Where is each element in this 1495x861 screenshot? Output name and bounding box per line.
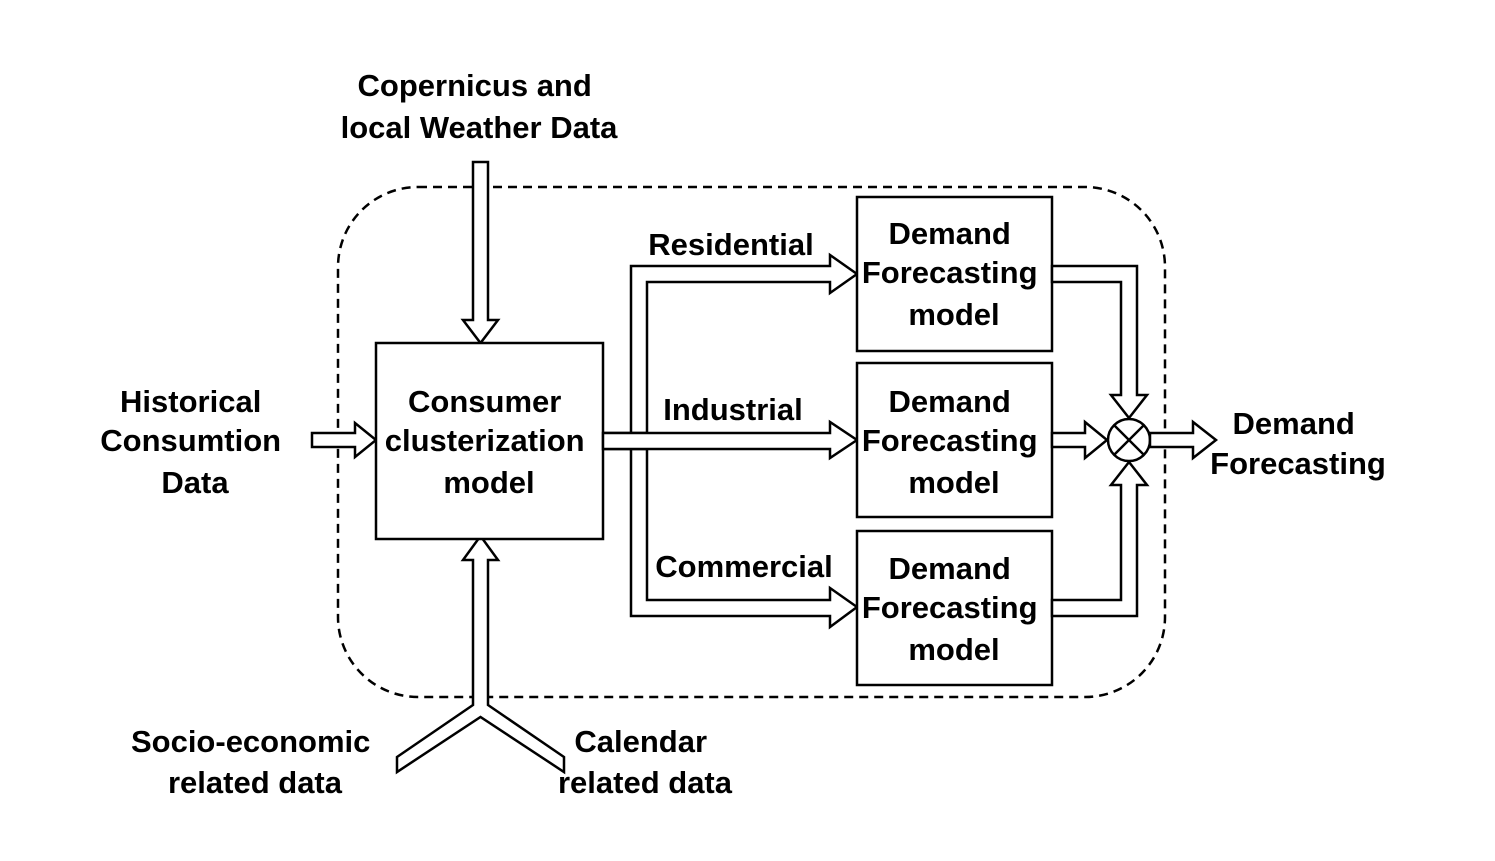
- demand-forecasting-label: Demand Forecasting: [1210, 406, 1386, 481]
- demand-forecasting-output-arrow: [1148, 419, 1219, 461]
- forecast-model-label-industrial: Demand Forecasting model: [862, 384, 1046, 500]
- weather-label: Copernicus and local Weather Data: [341, 68, 619, 145]
- commercial-arrow: [603, 447, 860, 630]
- combiner-icon: [1106, 417, 1152, 463]
- forecast-model-label-residential: Demand Forecasting model: [862, 216, 1046, 332]
- historical-label: Historical Consumtion Data: [100, 384, 289, 500]
- forecast-model-box-commercial: [855, 529, 1054, 687]
- forecast-model-label-commercial: Demand Forecasting model: [862, 551, 1046, 667]
- industrial-arrow: [601, 419, 860, 461]
- forecast-model-box-industrial: [855, 361, 1054, 519]
- clusterization-label: Consumer clusterization model: [385, 384, 593, 500]
- forecast-model-box-residential: [855, 195, 1054, 353]
- socio-economic-label: Socio-economic related data: [131, 724, 379, 800]
- weather-input-arrow: [460, 160, 501, 346]
- historical-input-arrow: [310, 420, 378, 460]
- socio-calendar-input-arrow: [395, 533, 566, 775]
- residential-label: Residential: [648, 227, 813, 262]
- commercial-output-arrow: [1050, 459, 1150, 618]
- consumer-clusterization-box: [374, 341, 605, 541]
- calendar-label: Calendar related data: [558, 724, 733, 800]
- industrial-label: Industrial: [663, 392, 803, 427]
- industrial-output-arrow: [1050, 419, 1109, 461]
- residential-output-arrow: [1050, 264, 1150, 421]
- commercial-label: Commercial: [655, 549, 832, 584]
